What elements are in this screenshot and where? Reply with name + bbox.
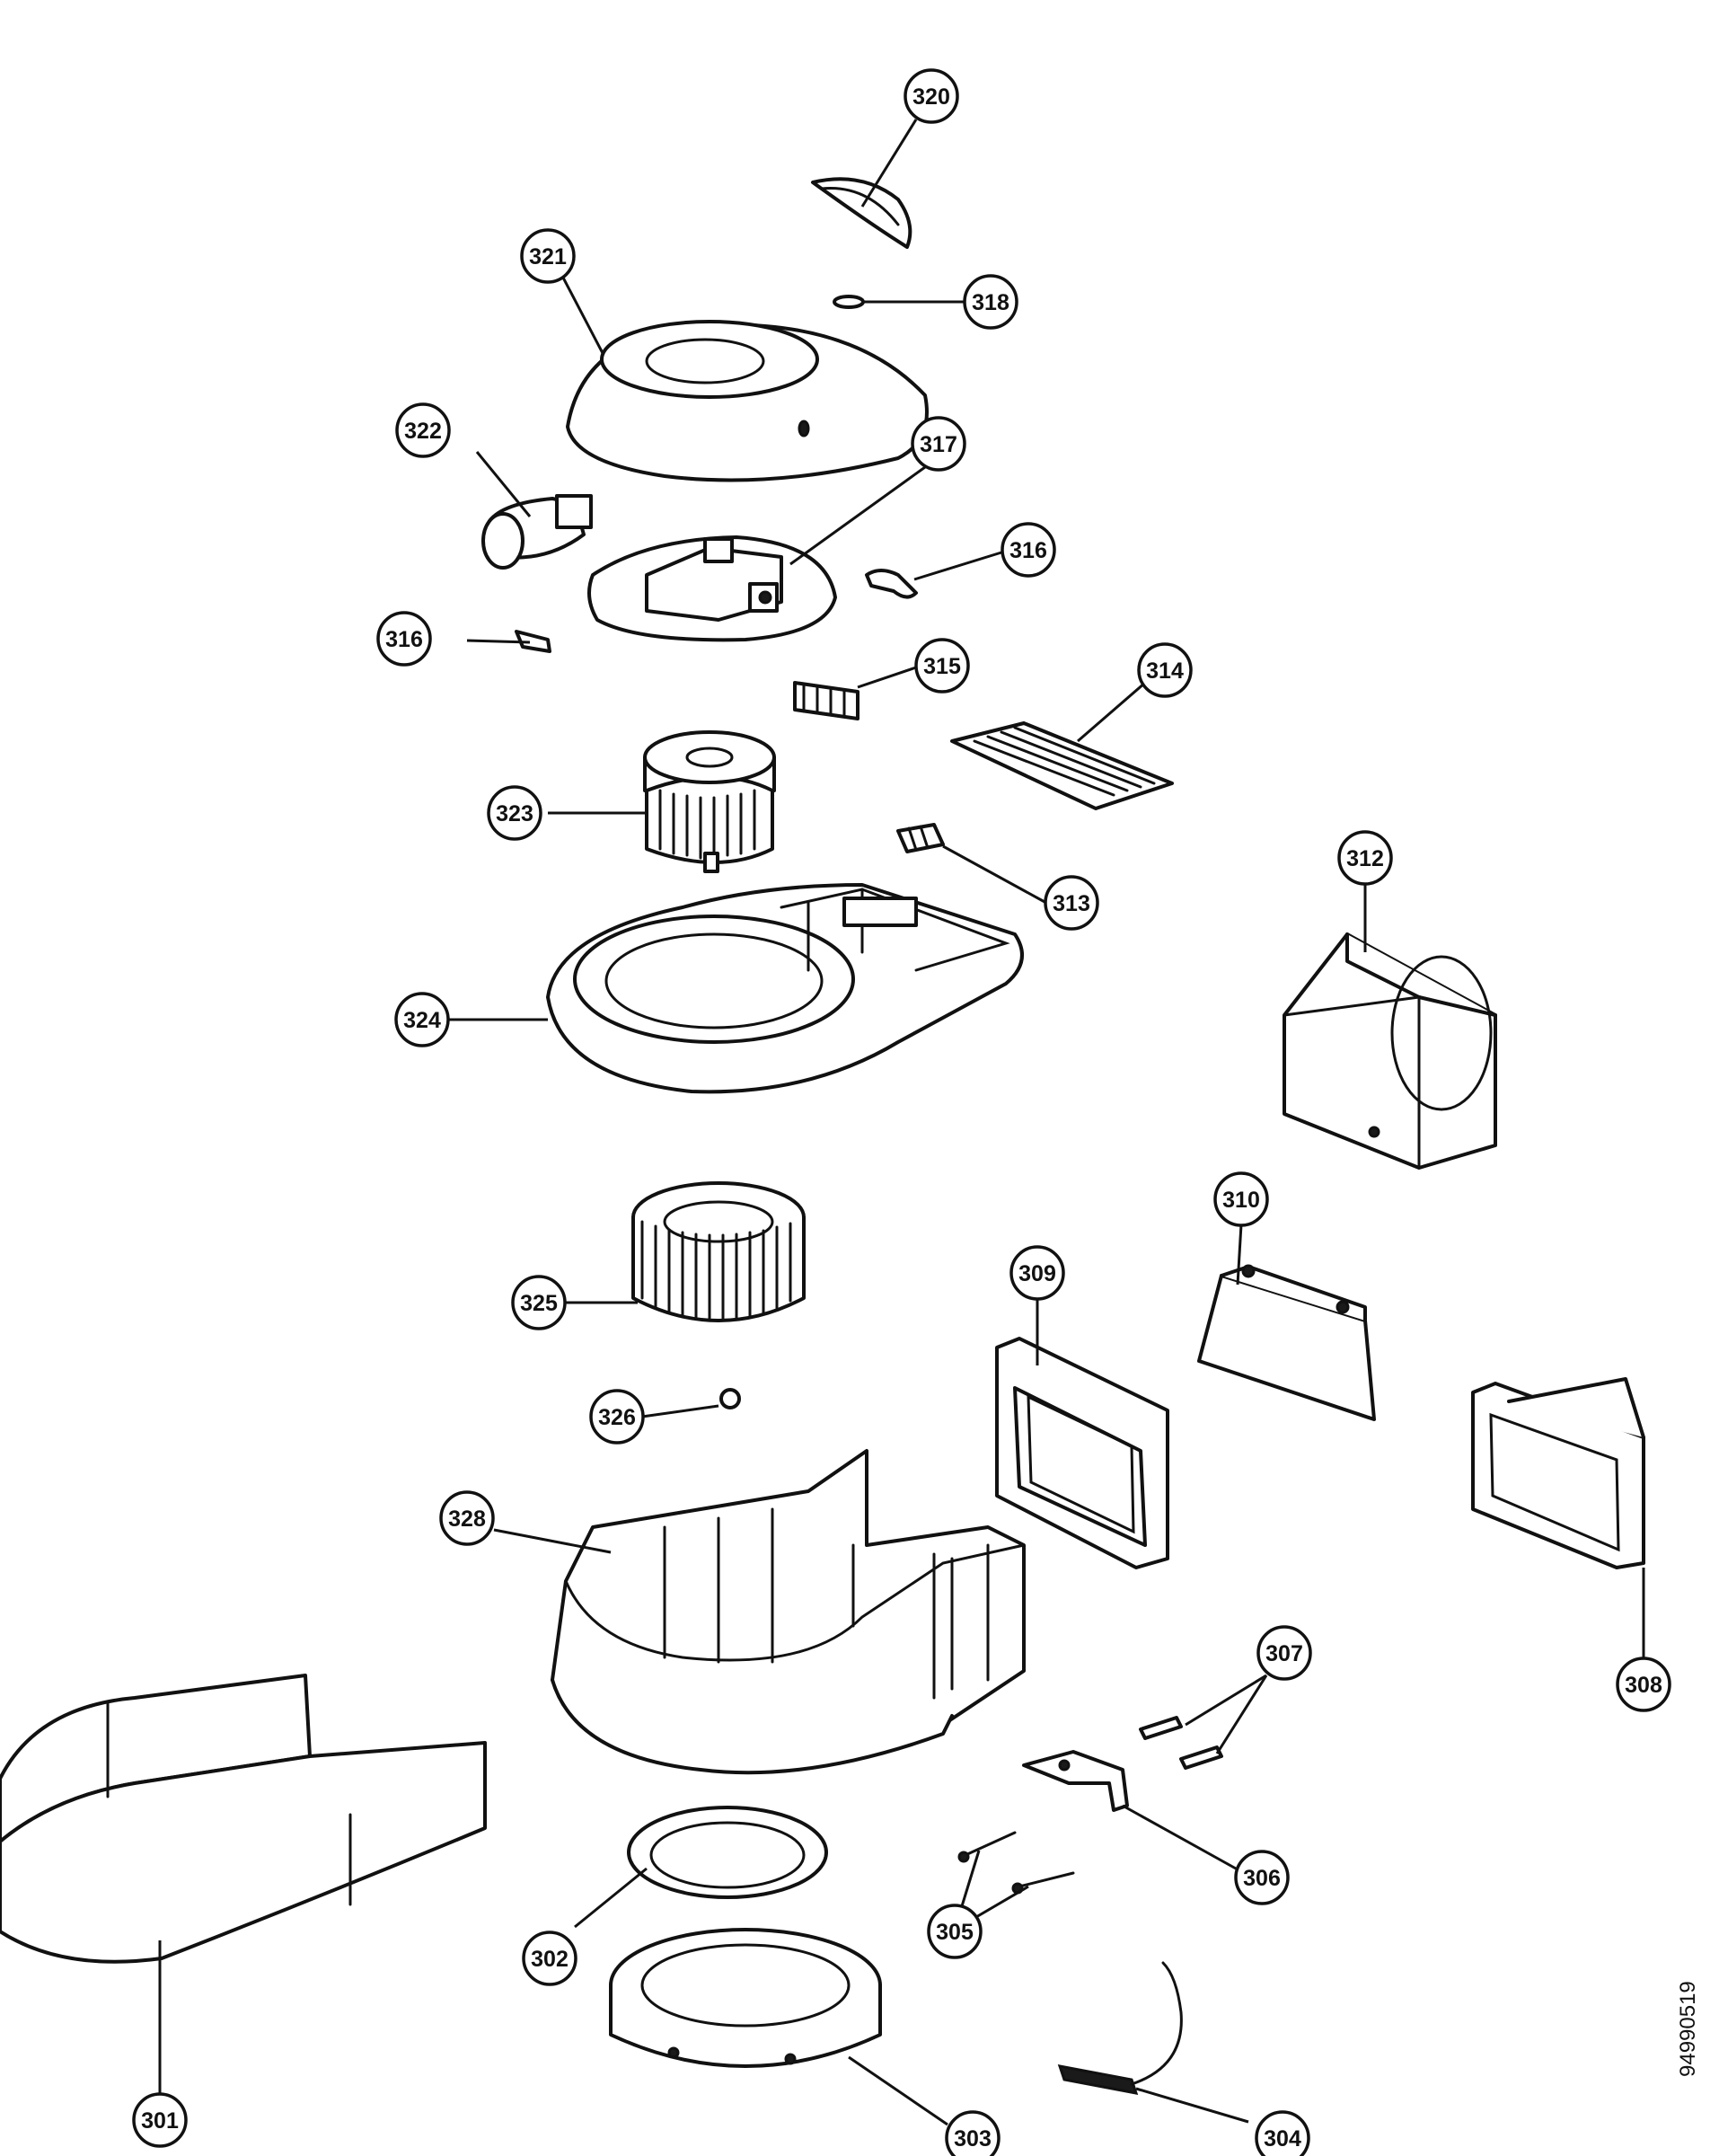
svg-text:318: 318 [972,290,1009,315]
callout-309: 309 [1009,1245,1065,1301]
callout-306: 306 [1234,1850,1290,1905]
part-309-flange-plate [995,1337,1169,1569]
callout-318: 318 [963,274,1018,330]
callout-301: 301 [132,2092,188,2148]
part-304-cable [1057,1961,1183,2095]
part-317-motor-plate [587,535,837,642]
part-316-clip-right [865,569,918,599]
part-308-spigot [1471,1377,1645,1569]
svg-text:326: 326 [598,1405,636,1430]
callout-328: 328 [439,1490,495,1546]
reference-code: 94990519 [1676,1981,1700,2077]
part-312-outlet-duct [1283,932,1497,1170]
part-303-mounting-ring [609,1928,882,2068]
callout-325: 325 [511,1275,567,1330]
callout-322: 322 [395,402,451,458]
svg-text:324: 324 [403,1008,441,1033]
callout-316-left: 316 [376,611,432,667]
callout-307: 307 [1256,1625,1312,1681]
part-323-motor [643,730,776,873]
svg-text:314: 314 [1146,658,1184,684]
part-321-dome-cover [566,320,929,482]
svg-text:320: 320 [912,84,950,110]
callout-323: 323 [487,785,542,841]
part-310-damper [1197,1264,1376,1421]
callout-326: 326 [589,1389,645,1445]
part-302-gasket-ring [627,1806,828,1899]
svg-text:304: 304 [1264,2126,1301,2152]
part-324-housing-top [546,883,1024,1094]
svg-text:302: 302 [531,1947,569,1972]
svg-text:317: 317 [920,432,957,457]
callout-303: 303 [945,2110,1001,2156]
part-315-terminal-block [793,681,860,720]
callout-308: 308 [1616,1657,1671,1712]
svg-text:321: 321 [529,244,567,270]
svg-text:309: 309 [1018,1261,1056,1286]
callout-320: 320 [904,68,959,124]
part-326-nut [719,1388,741,1409]
callout-304: 304 [1255,2110,1310,2156]
svg-text:323: 323 [496,801,533,826]
svg-text:306: 306 [1243,1866,1281,1891]
part-307-wall-plugs [1139,1716,1223,1770]
part-322-capacitor [481,494,593,570]
part-305-screws [957,1831,1075,1895]
svg-text:310: 310 [1222,1188,1260,1213]
part-306-bracket [1022,1750,1129,1812]
callout-314: 314 [1137,642,1193,698]
svg-text:328: 328 [448,1507,486,1532]
svg-text:303: 303 [954,2126,992,2152]
svg-text:322: 322 [404,419,442,444]
svg-text:307: 307 [1265,1641,1303,1666]
part-320-lens [811,177,912,249]
part-313-connector [896,823,945,853]
callout-302: 302 [522,1931,577,1986]
callout-316-right: 316 [1001,522,1056,578]
svg-text:301: 301 [141,2108,179,2134]
part-328-housing-base [551,1449,1026,1775]
part-301-curved-panel [0,1674,487,1964]
svg-text:315: 315 [923,654,961,679]
callout-313: 313 [1044,875,1099,931]
svg-text:312: 312 [1346,846,1384,871]
svg-text:316: 316 [1009,538,1047,563]
callout-317: 317 [911,416,966,472]
svg-text:316: 316 [385,627,423,652]
callout-315: 315 [914,638,970,694]
part-314-circuit-board [950,721,1174,810]
part-325-fan-wheel [631,1181,806,1322]
svg-text:325: 325 [520,1291,558,1316]
svg-text:308: 308 [1625,1673,1662,1698]
callout-312: 312 [1337,830,1393,886]
svg-text:313: 313 [1053,891,1090,916]
svg-text:305: 305 [936,1920,974,1945]
part-318-clip [833,295,865,309]
callout-321: 321 [520,228,576,284]
callout-324: 324 [394,992,450,1047]
callout-305: 305 [927,1904,983,1959]
callout-310: 310 [1213,1171,1269,1227]
